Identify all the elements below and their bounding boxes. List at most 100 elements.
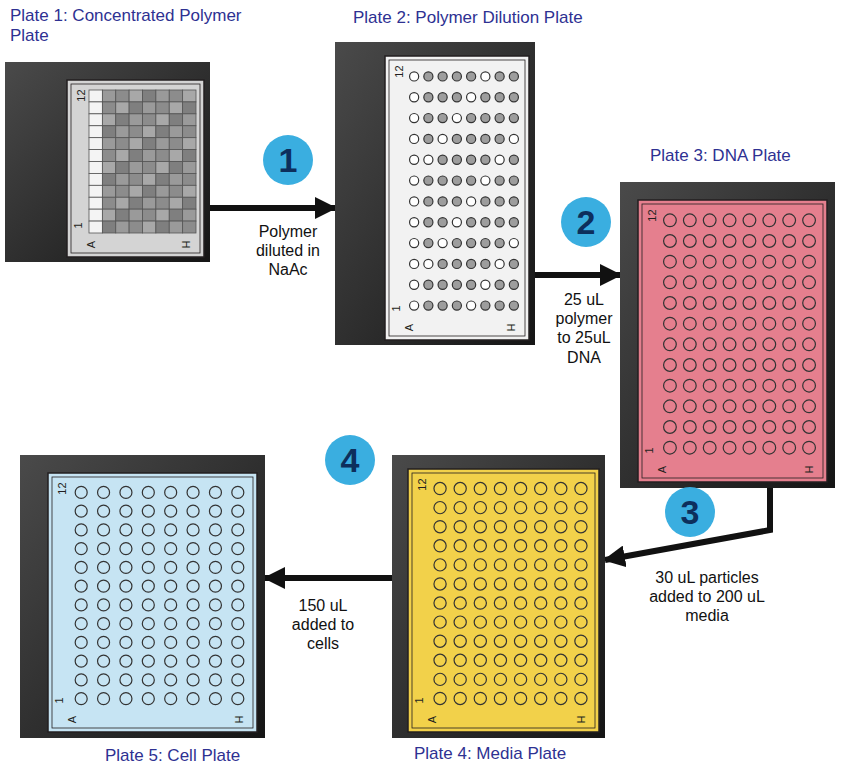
well <box>535 521 547 533</box>
plate-body <box>620 182 835 488</box>
well <box>410 155 419 164</box>
well <box>209 505 221 517</box>
well <box>75 580 87 592</box>
well <box>120 674 132 686</box>
well <box>209 599 221 611</box>
plate-axis-label: H <box>804 466 815 474</box>
grid-cell <box>169 209 182 221</box>
well <box>683 235 696 248</box>
well <box>664 297 677 310</box>
well <box>120 580 132 592</box>
well <box>743 214 756 227</box>
well <box>494 616 506 628</box>
grid-cell <box>102 114 115 126</box>
grid-cell <box>129 197 142 209</box>
well <box>664 338 677 351</box>
well <box>664 276 677 289</box>
well <box>514 502 526 514</box>
grid-cell <box>129 126 142 138</box>
well <box>434 578 446 590</box>
well <box>803 235 816 248</box>
well <box>803 214 816 227</box>
well <box>467 114 476 123</box>
well <box>467 218 476 227</box>
well <box>664 214 677 227</box>
well <box>763 421 776 434</box>
well <box>783 421 796 434</box>
well <box>410 134 419 143</box>
well <box>165 599 177 611</box>
well <box>555 654 567 666</box>
plate-axis-label: A <box>427 716 438 723</box>
well <box>509 197 518 206</box>
well <box>535 673 547 685</box>
well <box>454 482 466 494</box>
well <box>165 674 177 686</box>
well <box>434 540 446 552</box>
well <box>424 93 433 102</box>
well <box>467 259 476 268</box>
step-circle: 2 <box>561 197 611 247</box>
grid-cell <box>129 173 142 185</box>
well <box>509 93 518 102</box>
well <box>165 580 177 592</box>
well <box>509 176 518 185</box>
well <box>703 297 716 310</box>
grid-cell <box>116 162 129 174</box>
well <box>535 654 547 666</box>
well <box>555 482 567 494</box>
well <box>474 654 486 666</box>
grid-cell <box>143 173 156 185</box>
well <box>481 114 490 123</box>
well <box>535 559 547 571</box>
step-circle: 3 <box>665 487 715 537</box>
well <box>187 618 199 630</box>
well <box>803 276 816 289</box>
well <box>187 636 199 648</box>
well <box>75 599 87 611</box>
well <box>142 580 154 592</box>
plate-face-rim <box>642 204 823 478</box>
grid-cell <box>116 173 129 185</box>
plate-title: Plate 2: Polymer Dilution Plate <box>353 8 653 28</box>
plate-axis-label: 12 <box>416 478 427 490</box>
well <box>494 502 506 514</box>
well <box>474 597 486 609</box>
well <box>142 636 154 648</box>
well <box>474 482 486 494</box>
well <box>514 521 526 533</box>
grid-cell <box>169 221 182 233</box>
well <box>535 502 547 514</box>
well <box>165 524 177 536</box>
well <box>514 578 526 590</box>
well <box>187 524 199 536</box>
grid-cell <box>143 102 156 114</box>
well <box>683 441 696 454</box>
grid-cell <box>102 162 115 174</box>
well <box>743 235 756 248</box>
well <box>494 597 506 609</box>
well <box>410 239 419 248</box>
well <box>75 486 87 498</box>
well <box>481 197 490 206</box>
well <box>187 693 199 705</box>
well <box>703 276 716 289</box>
well <box>555 616 567 628</box>
well <box>743 400 756 413</box>
grid-cell <box>183 221 196 233</box>
well <box>703 379 716 392</box>
grid-cell <box>143 114 156 126</box>
well <box>452 134 461 143</box>
well <box>438 176 447 185</box>
well <box>723 359 736 372</box>
grid-cell <box>156 114 169 126</box>
well <box>703 421 716 434</box>
well <box>743 421 756 434</box>
well <box>209 636 221 648</box>
grid-cell <box>183 138 196 150</box>
step-circle: 4 <box>325 435 375 485</box>
well <box>683 400 696 413</box>
well <box>434 502 446 514</box>
well <box>664 317 677 330</box>
well <box>410 301 419 310</box>
